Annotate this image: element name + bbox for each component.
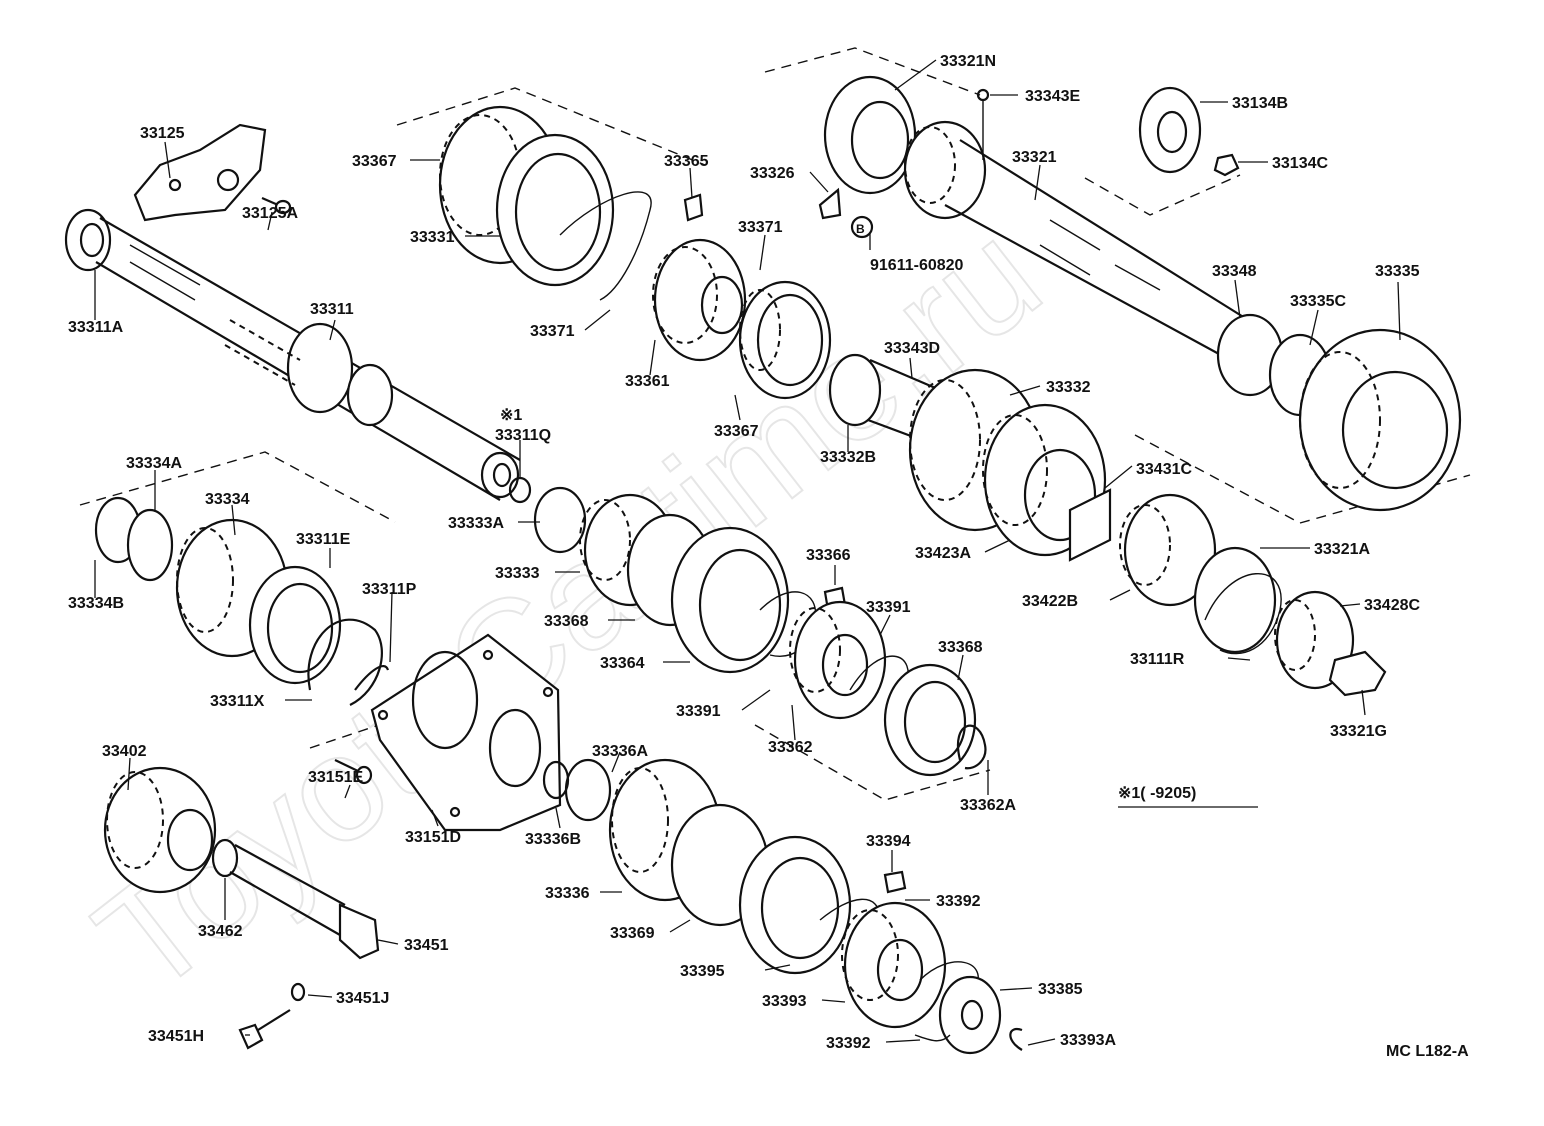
label-33333A: 33333A (448, 515, 504, 532)
label-33151D: 33151D (405, 829, 461, 846)
label-33125: 33125 (140, 125, 185, 142)
label-33428C: 33428C (1364, 597, 1420, 614)
label-33362: 33362 (768, 739, 813, 756)
label-33392: 33392 (936, 893, 981, 910)
label-33391: 33391 (866, 599, 911, 616)
label-33391: 33391 (676, 703, 721, 720)
svg-text:B: B (856, 222, 865, 236)
label-33311Q: 33311Q (495, 427, 551, 444)
label-33335C: 33335C (1290, 293, 1346, 310)
label-33367: 33367 (714, 423, 759, 440)
gear-group-middle (828, 353, 1387, 697)
label-33368: 33368 (544, 613, 589, 630)
label-33422B: 33422B (1022, 593, 1078, 610)
shift-bracket (133, 123, 292, 222)
label-33392: 33392 (826, 1035, 871, 1052)
label-33343D: 33343D (884, 340, 940, 357)
label-33394: 33394 (866, 833, 911, 850)
label-33367: 33367 (352, 153, 397, 170)
label-91611-60820: 91611-60820 (870, 257, 964, 274)
synchro-group-center (508, 476, 987, 777)
label-33336A: 33336A (592, 743, 648, 760)
label-33134B: 33134B (1232, 95, 1288, 112)
leader-lines (94, 59, 1401, 1046)
bearing-retainer-plate (370, 633, 562, 832)
label-33334: 33334 (205, 491, 250, 508)
label-33333: 33333 (495, 565, 540, 582)
synchro-group-bottom (542, 758, 1023, 1055)
label-33348: 33348 (1212, 263, 1257, 280)
counter-shaft (823, 75, 1462, 512)
retainer-bolt (334, 759, 373, 785)
label-33365: 33365 (664, 153, 709, 170)
label-33336: 33336 (545, 885, 590, 902)
label-33311E: 33311E (296, 531, 351, 548)
label-33125A: 33125A (242, 205, 298, 222)
label-33395: 33395 (680, 963, 725, 980)
label-33462: 33462 (198, 923, 243, 940)
label-33331: 33331 (410, 229, 455, 246)
group-outline-right (1084, 174, 1241, 216)
label-33334B: 33334B (68, 595, 124, 612)
label-33361: 33361 (625, 373, 670, 390)
label-33385: 33385 (1038, 981, 1083, 998)
label-33366: 33366 (806, 547, 851, 564)
callout-labels: 33321N 33343E 33134B 33321 33134C 33125 … (68, 53, 1469, 1060)
label-33311X: 33311X (210, 693, 265, 710)
label-33311A: 33311A (68, 319, 124, 336)
label-33321N: 33321N (940, 53, 996, 70)
synchro-group-top (438, 105, 832, 400)
label-33369: 33369 (610, 925, 655, 942)
label-33321A: 33321A (1314, 541, 1370, 558)
label-diagram-code: MC L182-A (1386, 1043, 1469, 1060)
label-33371: 33371 (530, 323, 575, 340)
label-33134C: 33134C (1272, 155, 1328, 172)
label-33326: 33326 (750, 165, 795, 182)
label-33334A: 33334A (126, 455, 182, 472)
group-outline-left-mid (79, 451, 396, 523)
label-33151E: 33151E (308, 769, 363, 786)
label-33451: 33451 (404, 937, 449, 954)
label-33111R: 33111R (1130, 651, 1185, 668)
label-33431C: 33431C (1136, 461, 1192, 478)
lock-plate: B (818, 187, 874, 239)
reverse-idler (103, 766, 380, 1050)
bearing-cap (1138, 86, 1240, 177)
group-outline-top-right (764, 47, 981, 96)
gear-group-left (94, 496, 390, 706)
label-33368: 33368 (938, 639, 983, 656)
label-33321: 33321 (1012, 149, 1057, 166)
label-33451H: 33451H (148, 1028, 204, 1045)
group-outline-top (396, 87, 706, 166)
label-33321G: 33321G (1330, 723, 1387, 740)
label-33402: 33402 (102, 743, 147, 760)
group-outline-center (1134, 434, 1471, 524)
label-33332B: 33332B (820, 449, 876, 466)
label-33393: 33393 (762, 993, 807, 1010)
label-33451J: 33451J (336, 990, 389, 1007)
label-33423A: 33423A (915, 545, 971, 562)
label-33335: 33335 (1375, 263, 1420, 280)
label-33364: 33364 (600, 655, 645, 672)
label-ref1-note: ※1( -9205) (1118, 785, 1196, 802)
label-33371: 33371 (738, 219, 783, 236)
label-ref1-marker: ※1 (500, 407, 522, 424)
label-33343E: 33343E (1025, 88, 1080, 105)
label-33362A: 33362A (960, 797, 1016, 814)
input-shaft (64, 208, 521, 501)
label-33393A: 33393A (1060, 1032, 1116, 1049)
group-outline-lower-center (754, 724, 991, 801)
label-33311: 33311 (310, 301, 354, 318)
label-33311P: 33311P (362, 581, 417, 598)
label-33332: 33332 (1046, 379, 1091, 396)
label-33336B: 33336B (525, 831, 581, 848)
